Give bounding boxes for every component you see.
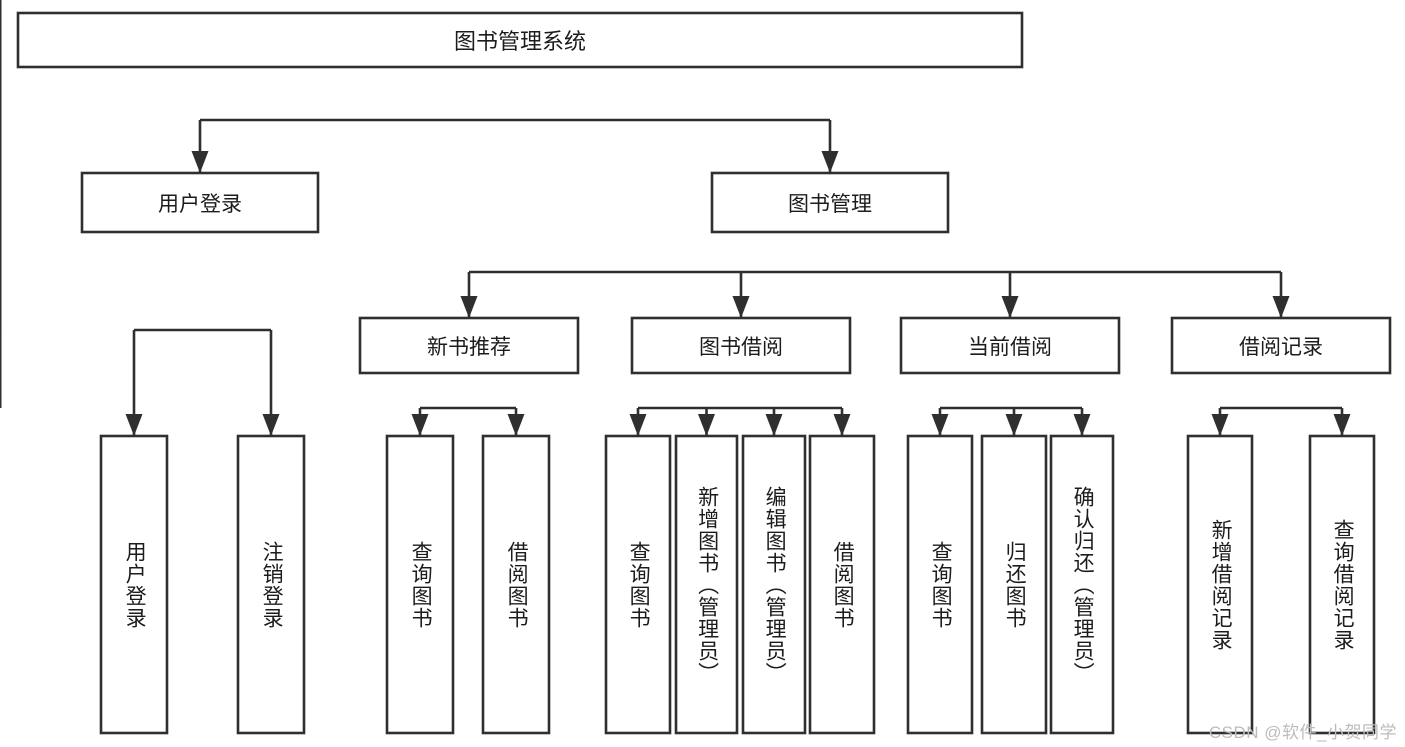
- arrow-down-icon: [125, 414, 143, 436]
- arrow-down-icon: [821, 151, 839, 173]
- node-leaf-box-9[interactable]: [980, 434, 1048, 735]
- node-leaf-box-3[interactable]: [481, 434, 551, 735]
- node-root-box[interactable]: [16, 11, 1024, 69]
- arrow-down-icon: [629, 414, 647, 436]
- arrow-down-icon: [1005, 414, 1023, 436]
- box-layer: [16, 11, 1392, 735]
- edge-layer: [0, 0, 1351, 436]
- node-level2-box-0[interactable]: [80, 171, 320, 234]
- arrow-down-icon: [833, 414, 851, 436]
- node-leaf-box-7[interactable]: [808, 434, 876, 735]
- node-level3-box-3[interactable]: [1170, 316, 1392, 375]
- node-level3-box-0[interactable]: [358, 316, 580, 375]
- node-leaf-box-6[interactable]: [741, 434, 807, 735]
- node-leaf-box-8[interactable]: [906, 434, 974, 735]
- node-leaf-box-1[interactable]: [236, 434, 306, 735]
- arrow-down-icon: [698, 414, 715, 436]
- arrow-down-icon: [765, 414, 783, 436]
- arrow-down-icon: [262, 414, 280, 436]
- arrow-down-icon: [460, 296, 478, 318]
- arrow-down-icon: [411, 414, 429, 436]
- arrow-down-icon: [1272, 296, 1290, 318]
- node-leaf-box-5[interactable]: [674, 434, 739, 735]
- node-leaf-box-2[interactable]: [385, 434, 455, 735]
- node-leaf-box-11[interactable]: [1186, 434, 1254, 735]
- node-leaf-box-10[interactable]: [1049, 434, 1115, 735]
- node-leaf-box-0[interactable]: [99, 434, 169, 735]
- node-leaf-box-4[interactable]: [604, 434, 672, 735]
- arrow-down-icon: [1001, 296, 1019, 318]
- node-leaf-box-12[interactable]: [1308, 434, 1376, 735]
- node-level3-box-1[interactable]: [630, 316, 852, 375]
- node-level2-box-1[interactable]: [710, 171, 950, 234]
- arrow-down-icon: [1333, 414, 1351, 436]
- arrow-down-icon: [931, 414, 949, 436]
- arrow-down-icon: [732, 296, 750, 318]
- node-level3-box-2[interactable]: [899, 316, 1121, 375]
- csdn-watermark: CSDN @软件_小贺同学: [1208, 723, 1397, 742]
- arrow-down-icon: [507, 414, 525, 436]
- arrow-down-icon: [191, 151, 209, 173]
- arrow-down-icon: [1211, 414, 1229, 436]
- arrow-down-icon: [1073, 414, 1091, 436]
